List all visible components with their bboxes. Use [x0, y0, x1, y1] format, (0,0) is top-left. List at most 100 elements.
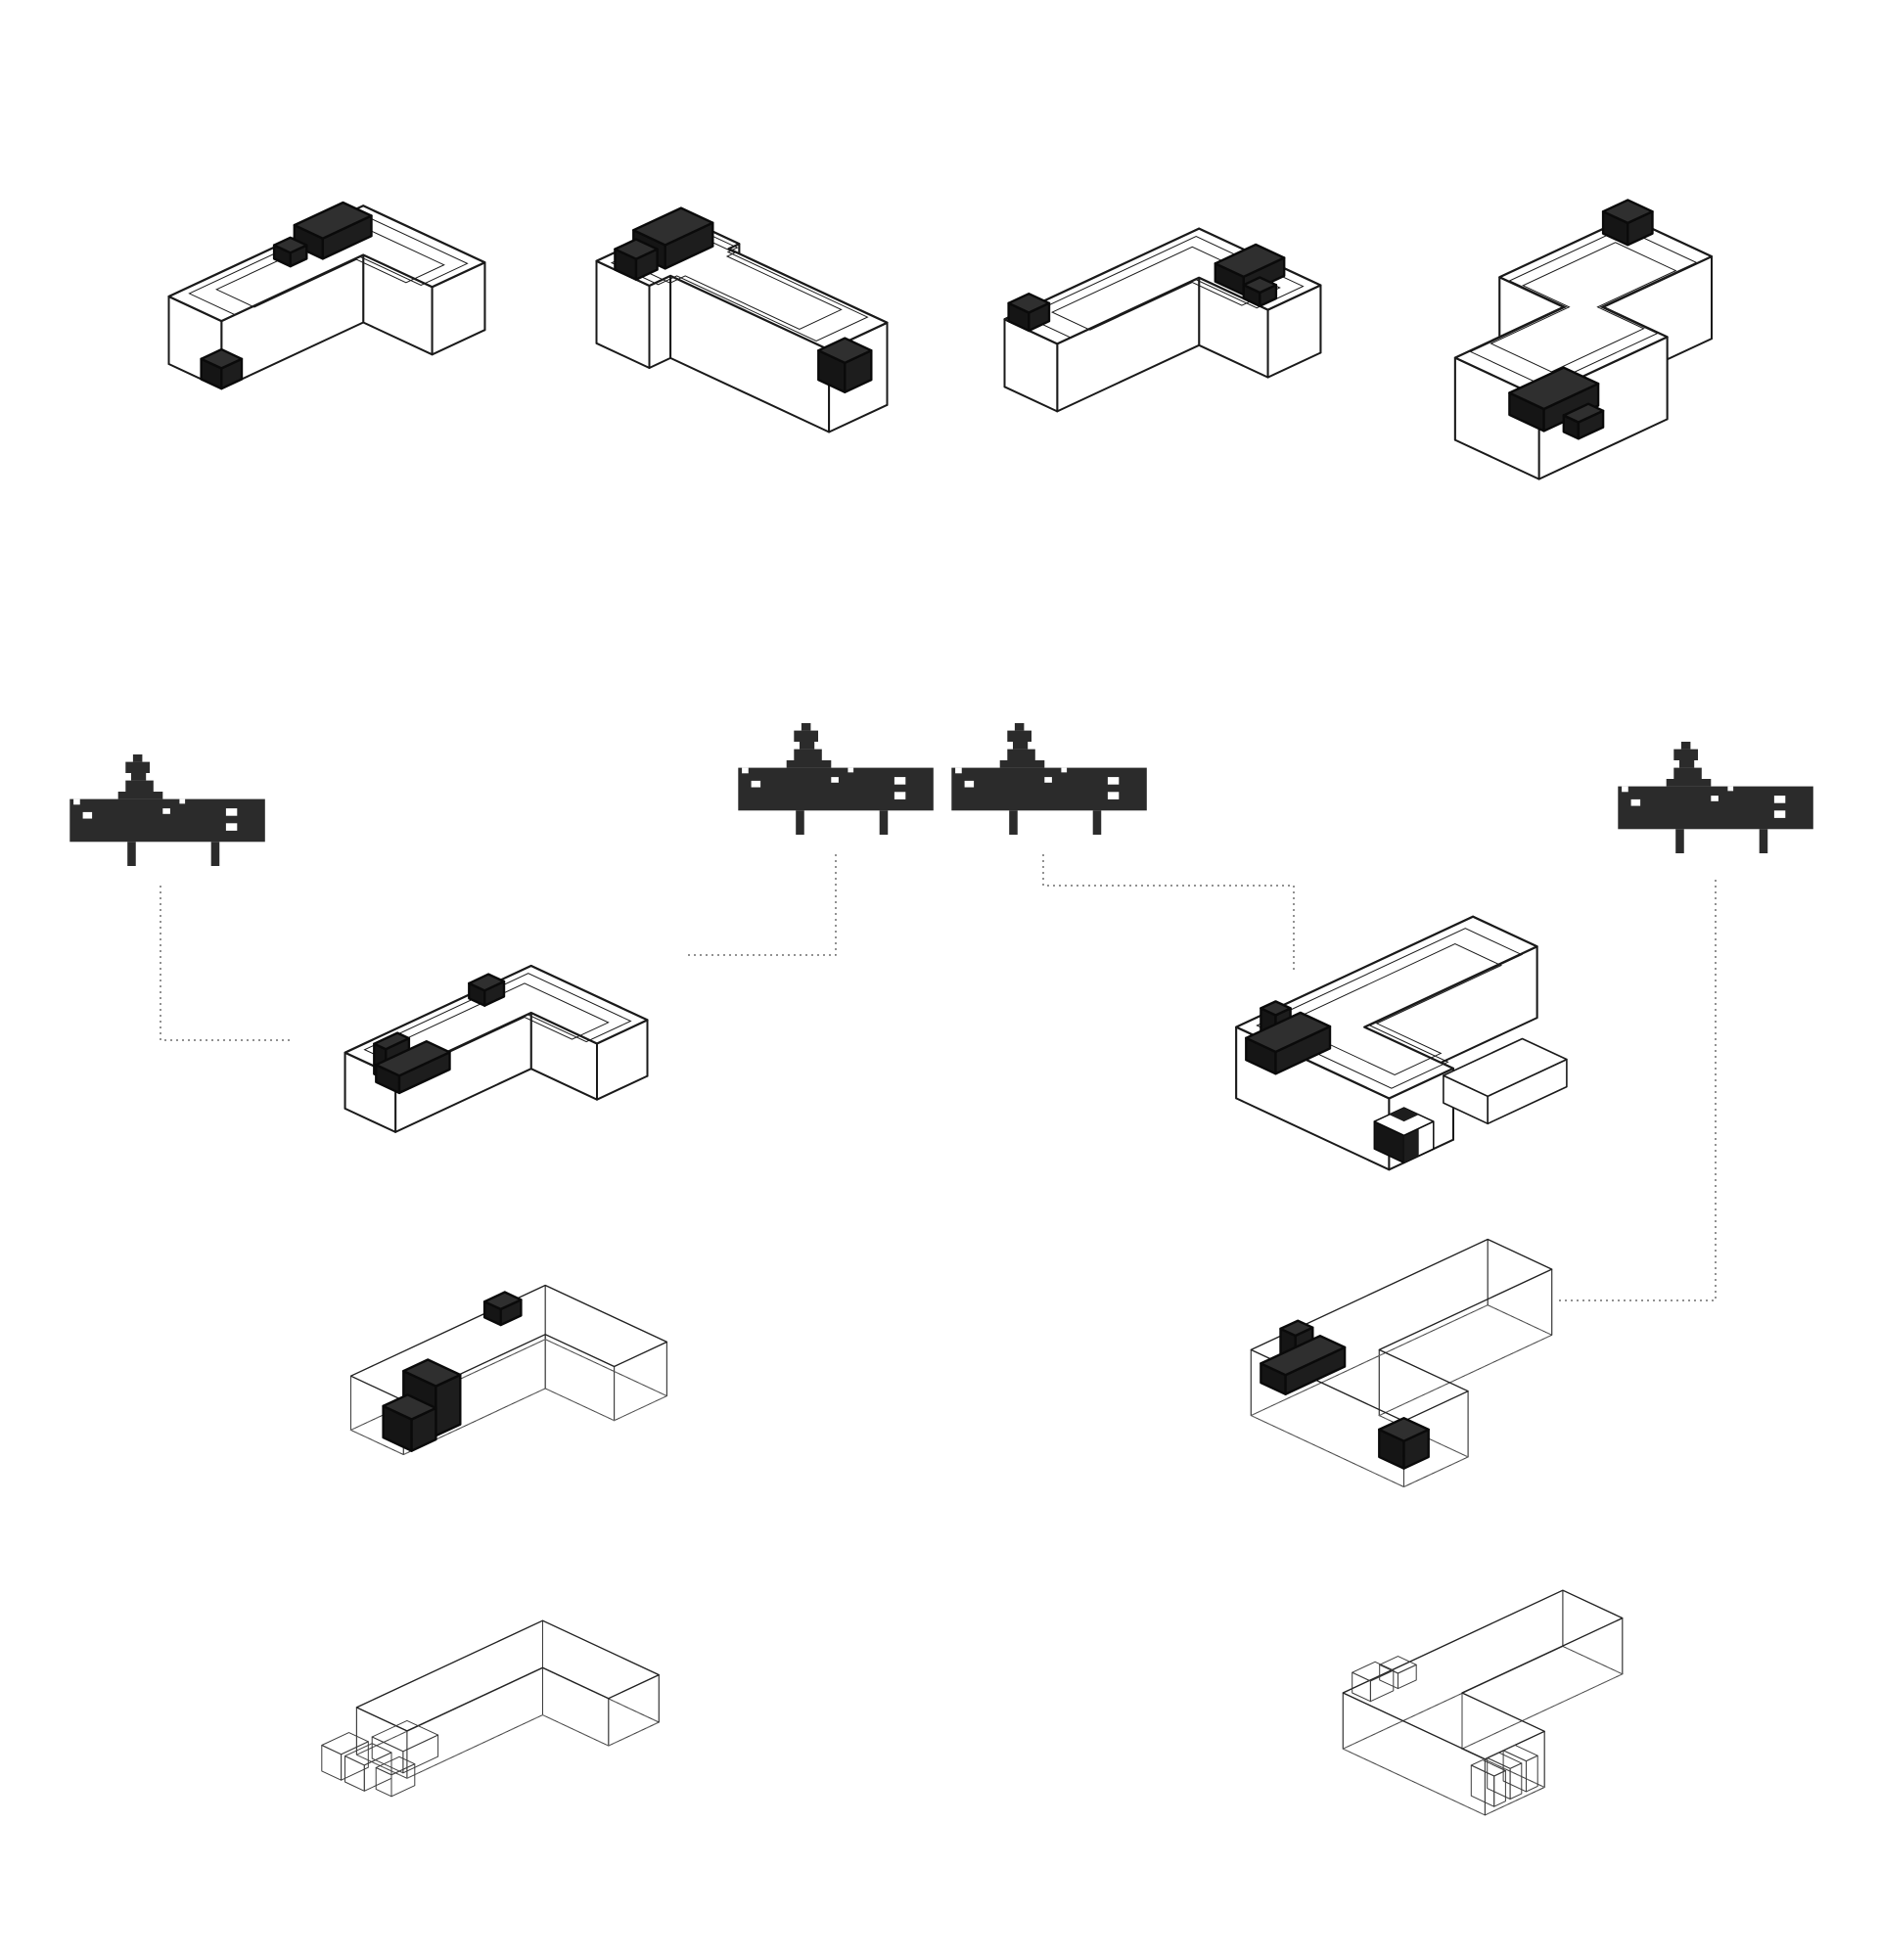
furniture-block-top [1007, 292, 1051, 314]
parapet-line [1024, 236, 1305, 339]
wire-box-top [321, 1732, 369, 1755]
interior-axon-right [1235, 915, 1568, 1171]
massing-side-face [542, 1666, 610, 1747]
furniture-block-top [402, 1358, 462, 1388]
section-fill-shape [1666, 779, 1712, 787]
furniture-block-top [1242, 276, 1278, 295]
furniture-block-top [1601, 199, 1654, 225]
section-fill-shape [801, 723, 811, 731]
section-cutout [1711, 796, 1719, 801]
parapet-line [1256, 928, 1524, 1089]
section-fill-shape [132, 754, 143, 762]
section-cutout [1107, 777, 1120, 785]
wire-box-top [1487, 1752, 1523, 1769]
section-cutout [225, 823, 238, 831]
section-fill-shape [1092, 810, 1102, 835]
section-cutout [1727, 786, 1734, 792]
wireframe-axon-mid-left [349, 1284, 668, 1456]
section-cutout [831, 777, 839, 783]
dotted-connector-mid-left [685, 854, 837, 956]
section-fill-shape [786, 760, 832, 768]
section-cutout [82, 811, 93, 819]
section-cutout [955, 767, 962, 774]
wire-box-top [1379, 1656, 1417, 1674]
section-fill-shape [1007, 749, 1035, 760]
axon-module-1 [167, 201, 486, 390]
courtyard-line [1051, 246, 1281, 331]
section-cutout [1773, 810, 1786, 818]
hidden-base-outline [349, 1339, 668, 1456]
axon-module-4 [1453, 199, 1714, 480]
furniture-block-top [817, 337, 873, 364]
hidden-base-outline [1250, 1304, 1553, 1488]
massing-side-face [1342, 1692, 1486, 1816]
section-silhouette-2 [738, 723, 934, 835]
furniture-block-top [293, 201, 373, 240]
massing-roof-face [355, 1619, 660, 1732]
section-cutout [162, 808, 170, 814]
section-fill-shape [800, 742, 815, 750]
furniture-block-top [614, 238, 659, 260]
checker-cube-top [1373, 1107, 1435, 1137]
section-fill-shape [131, 773, 147, 781]
furniture-block-top [1260, 1334, 1347, 1377]
section-fill-shape [210, 842, 220, 866]
massing-side-face [1461, 1618, 1624, 1750]
interior-axon-left [344, 964, 649, 1133]
section-fill-shape [1618, 786, 1813, 830]
hidden-base-outline [1342, 1645, 1624, 1816]
wire-box-face [1526, 1755, 1538, 1793]
section-cutout [225, 808, 238, 816]
section-fill-shape [794, 749, 822, 760]
furniture-block-top [632, 206, 714, 247]
wire-box-face [1509, 1762, 1523, 1800]
furniture-block-top [1508, 366, 1600, 411]
section-fill-shape [794, 730, 818, 742]
section-cutout [1630, 798, 1641, 806]
section-fill-shape [1009, 810, 1018, 835]
section-silhouette-1 [69, 754, 265, 866]
wire-box-face [1470, 1764, 1495, 1807]
section-fill-shape [125, 761, 150, 773]
furniture-block-top [1260, 1000, 1292, 1017]
section-fill-shape [117, 792, 163, 799]
massing-side-face [648, 274, 672, 369]
furniture-block-top [468, 973, 506, 992]
section-fill-shape [1673, 767, 1702, 779]
parapet-line [1469, 227, 1698, 387]
section-silhouette-3 [951, 723, 1147, 835]
section-fill-shape [1679, 760, 1695, 768]
wire-box-top [1352, 1661, 1395, 1682]
dotted-connector-right [1558, 880, 1717, 1301]
axon-module-3 [1003, 227, 1322, 413]
section-cutout [848, 767, 854, 773]
section-cutout [894, 792, 906, 799]
section-cutout [1044, 777, 1052, 783]
furniture-block-top [1378, 1416, 1430, 1442]
massing-side-face [1378, 1268, 1553, 1417]
section-cutout [742, 767, 749, 774]
section-fill-shape [69, 798, 265, 843]
section-fill-shape [125, 780, 154, 792]
section-cutout [1107, 792, 1120, 799]
wireframe-axon-bottom-left [321, 1619, 661, 1798]
section-fill-shape [1680, 742, 1691, 750]
wire-box-face [321, 1745, 343, 1781]
section-cutout [1061, 767, 1068, 773]
section-fill-shape [1014, 723, 1025, 731]
furniture-block-top [373, 1031, 411, 1051]
section-fill-shape [1007, 730, 1031, 742]
massing-side-face [542, 1619, 660, 1723]
wire-box-top [375, 1755, 416, 1776]
checker-cube-quadrant [1403, 1128, 1419, 1163]
section-fill-shape [999, 760, 1045, 768]
section-fill-shape [879, 810, 889, 835]
section-cutout [894, 777, 906, 785]
section-fill-shape [796, 810, 804, 835]
checker-cube-quadrant [1389, 1108, 1419, 1122]
section-cutout [964, 780, 975, 788]
section-silhouette-4 [1618, 742, 1813, 853]
section-cutout [751, 780, 761, 788]
